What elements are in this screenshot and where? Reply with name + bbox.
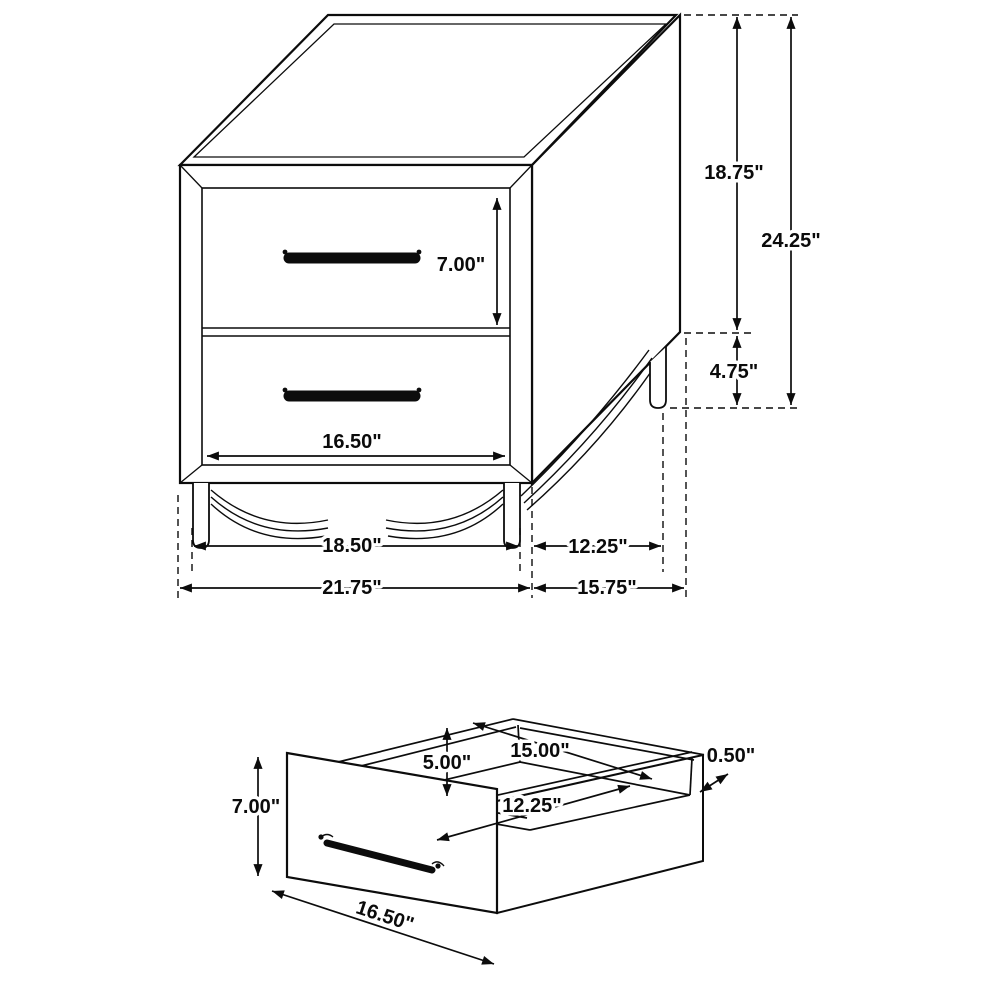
dim-label-leg-height: 4.75" — [710, 361, 758, 383]
dim-label-wall-thickness: 0.50" — [707, 745, 755, 767]
extension-lines — [177, 14, 798, 598]
dim-line-inner-width — [472, 722, 653, 780]
dim-label-front-leg-span: 18.50" — [322, 535, 382, 557]
frame-miter-joints — [179, 164, 533, 484]
drawer-divider — [202, 327, 510, 337]
nightstand-front-face — [178, 163, 534, 485]
drawer-front-panel — [285, 751, 499, 915]
drawer-right-wall — [496, 753, 704, 915]
dim-label-drawer-width: 16.50" — [322, 431, 382, 453]
dim-line-front-width — [271, 890, 495, 965]
dim-line-wall-thickness — [699, 773, 729, 793]
nightstand-front-frame — [201, 187, 511, 466]
nightstand-dimension-lines — [180, 17, 796, 593]
dim-label-side-leg-span: 12.25" — [568, 536, 628, 558]
nightstand-figure: 7.00" 18.75" 24.25" 4.75" 16.50" 18.50" … — [177, 12, 824, 603]
dim-label-inner-height: 5.00" — [423, 752, 471, 774]
dim-label-inner-depth: 12.25" — [502, 795, 562, 817]
dim-label-overall-width: 21.75" — [322, 577, 382, 599]
dim-label-overall-height: 24.25" — [761, 230, 821, 252]
nightstand-front-left-leg — [192, 483, 210, 549]
dim-label-overall-depth: 15.75" — [577, 577, 637, 599]
dim-label-inner-width: 15.00" — [510, 740, 570, 762]
drawer-figure: 7.00" 5.00" 15.00" 0.50" 12.25" 16.50" — [228, 718, 759, 965]
nightstand-front-right-leg — [503, 483, 521, 549]
nightstand-back-leg — [649, 347, 667, 409]
bottom-drawer-handle — [282, 387, 422, 402]
dim-label-case-height: 18.75" — [704, 162, 764, 184]
drawer-dimension-lines — [253, 722, 729, 965]
dim-label-drawer-front-height: 7.00" — [437, 254, 485, 276]
dim-label-front-width: 16.50" — [353, 897, 416, 936]
nightstand-top-face-inner-border — [192, 23, 668, 158]
top-drawer-handle — [282, 249, 422, 264]
hairpin-wire-accents — [210, 349, 656, 540]
drawer-handle — [318, 833, 445, 874]
dim-line-inner-depth — [436, 784, 631, 842]
dim-label-front-height: 7.00" — [232, 796, 280, 818]
